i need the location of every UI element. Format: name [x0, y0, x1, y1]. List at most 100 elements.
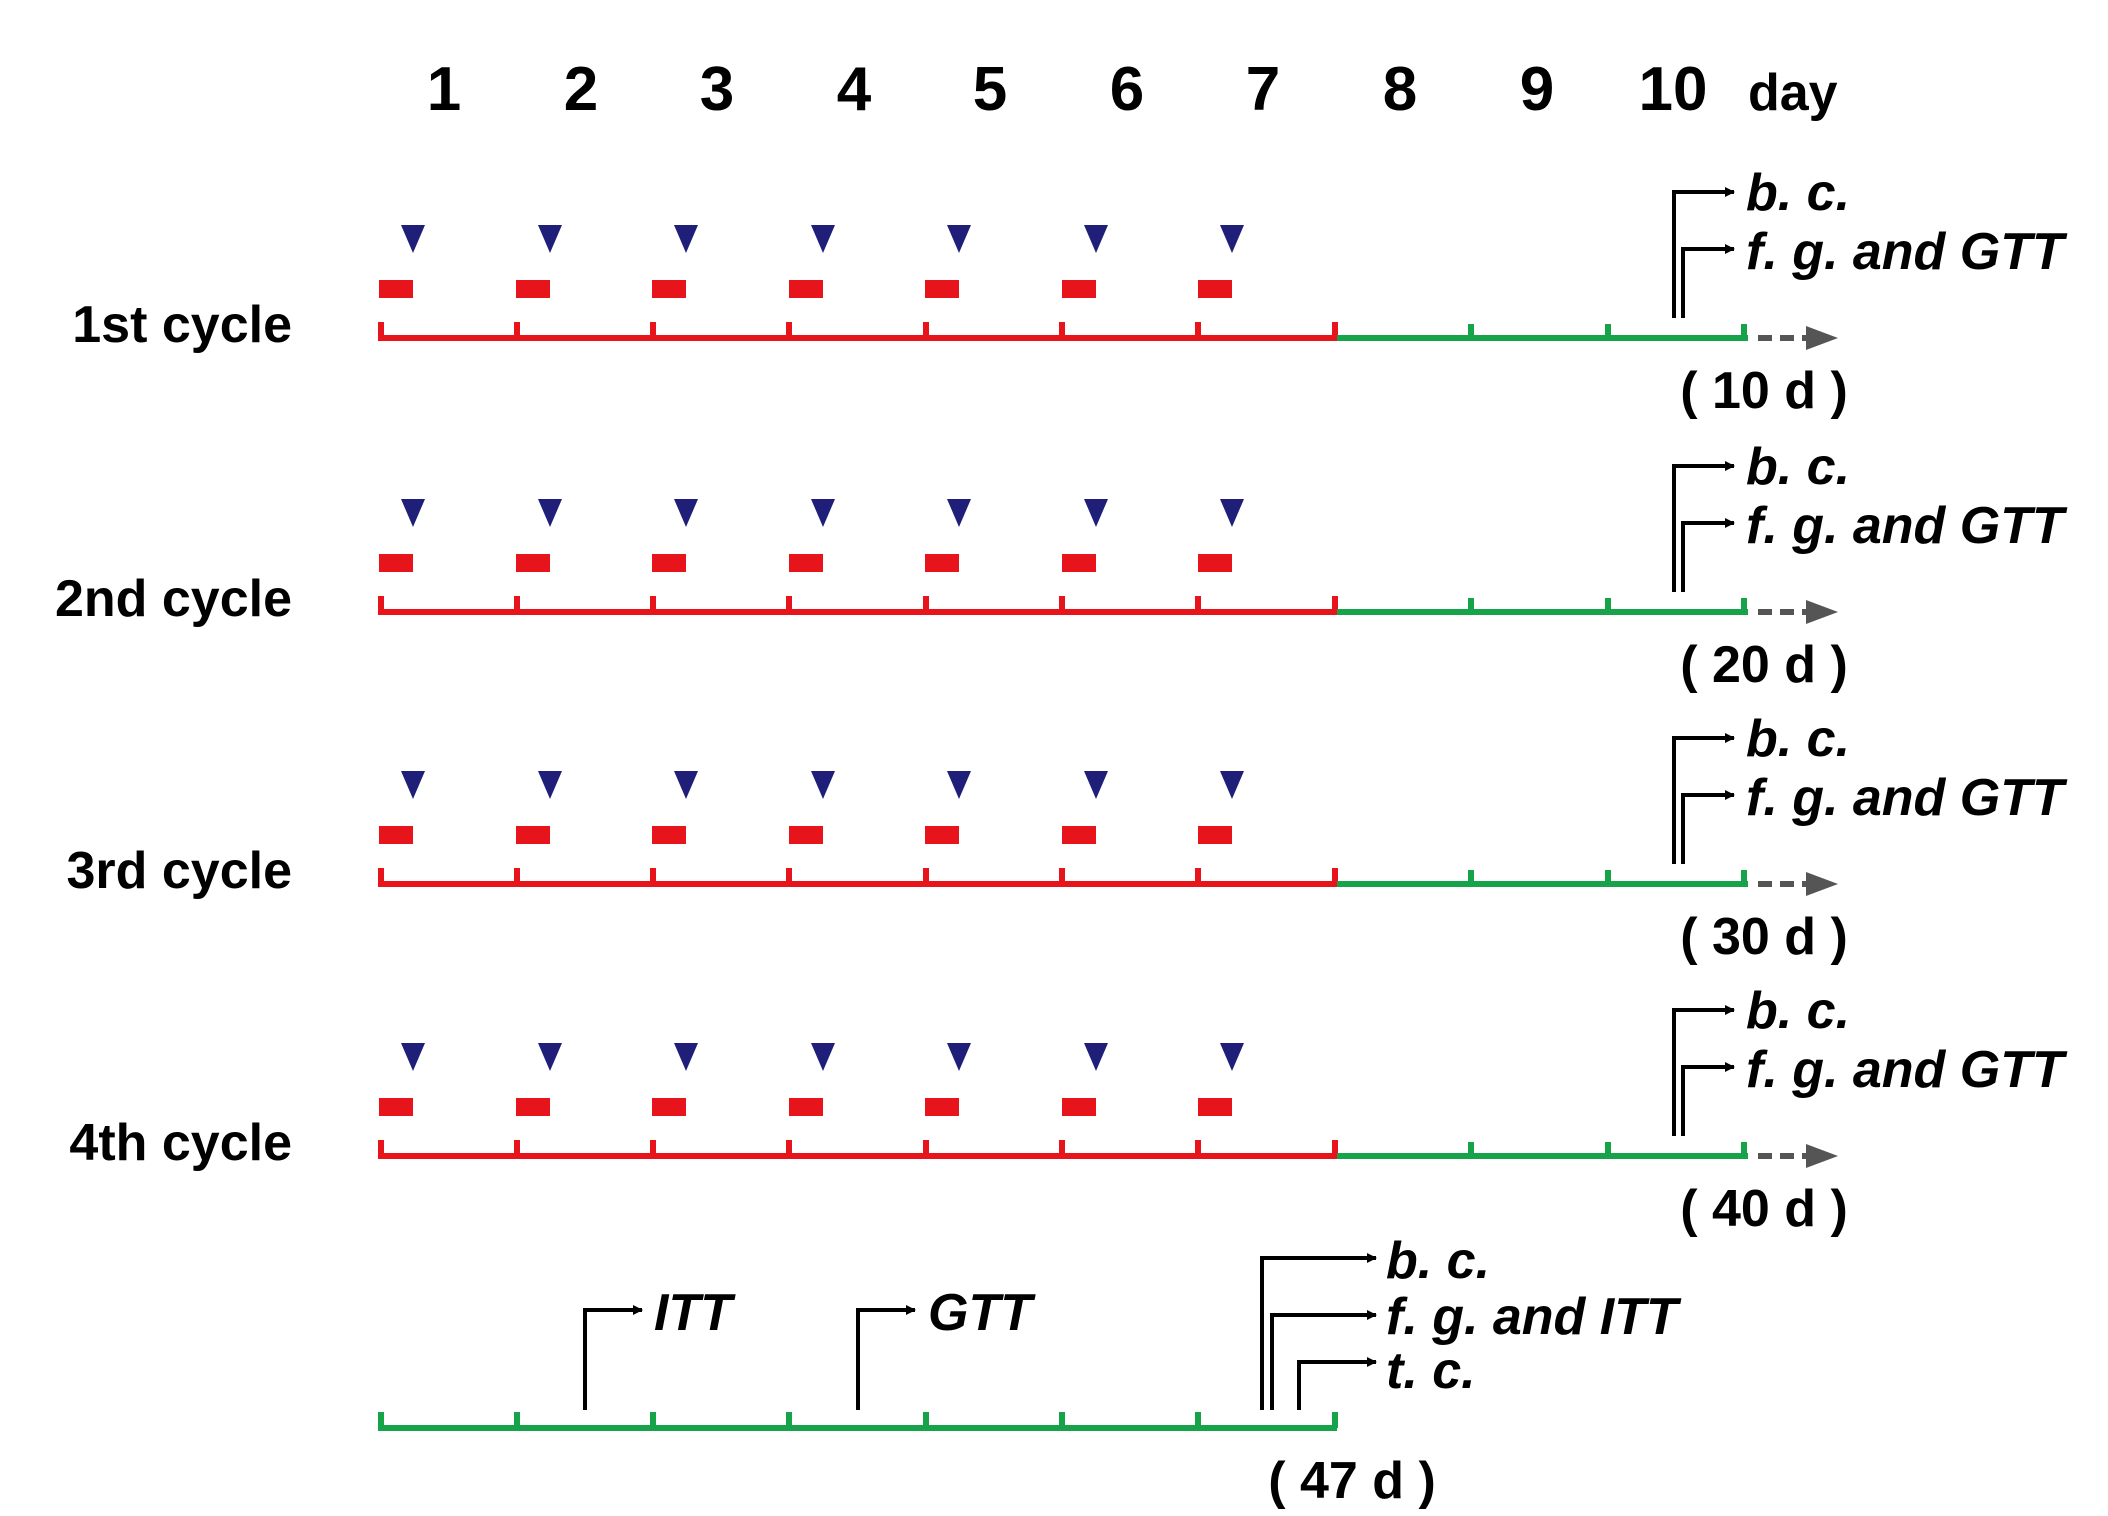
triangle-down-icon: [811, 225, 835, 253]
arrow-icon: [1297, 1357, 1377, 1410]
dose-bars: [379, 280, 1232, 298]
day-header: 1 2 3 4 5 6 7 8 9 10 day: [427, 55, 1838, 124]
bar-icon: [789, 1098, 823, 1116]
cycle-duration: ( 30 d ): [1680, 908, 1848, 966]
bar-icon: [1198, 280, 1232, 298]
arrow-icon: [1672, 1005, 1735, 1136]
triangle-down-icon: [538, 225, 562, 253]
itt-label: ITT: [654, 1284, 736, 1342]
final-arrows: [583, 1253, 1377, 1410]
triangle-down-icon: [401, 225, 425, 253]
triangle-down-icon: [1220, 225, 1244, 253]
arrow-icon: [1681, 1062, 1735, 1136]
dose-bars: [379, 554, 1232, 572]
measure-bottom-label: f. g. and GTT: [1746, 223, 2068, 281]
final-measure-3: t. c.: [1386, 1342, 1476, 1400]
bar-icon: [516, 280, 550, 298]
bar-icon: [1062, 554, 1096, 572]
triangle-down-icon: [401, 1043, 425, 1071]
arrow-icon: [1681, 790, 1735, 864]
cycle-duration: ( 40 d ): [1680, 1180, 1848, 1238]
triangle-down-icon: [401, 771, 425, 799]
final-duration: ( 47 d ): [1268, 1452, 1436, 1510]
recovery-timeline: [1337, 324, 1748, 341]
cycle-label: 4th cycle: [69, 1114, 292, 1172]
cycle-row-4: 4th cycle: [69, 982, 2068, 1238]
bar-icon: [1198, 1098, 1232, 1116]
triangle-down-icon: [1084, 771, 1108, 799]
triangle-down-icon: [538, 771, 562, 799]
cycle-label: 3rd cycle: [67, 842, 293, 900]
arrow-icon: [1681, 244, 1735, 318]
triangle-down-icon: [538, 499, 562, 527]
arrow-icon: [1270, 1310, 1377, 1410]
continue-arrow: [1758, 1144, 1838, 1168]
arrow-icon: [1672, 733, 1735, 864]
measure-top-label: b. c.: [1746, 164, 1850, 222]
bar-icon: [925, 280, 959, 298]
triangle-down-icon: [947, 225, 971, 253]
measurement-arrows: [1672, 733, 1735, 864]
bar-icon: [652, 826, 686, 844]
injection-markers: [401, 771, 1244, 799]
triangle-down-icon: [401, 499, 425, 527]
bar-icon: [516, 1098, 550, 1116]
day-unit-label: day: [1748, 64, 1838, 122]
continue-arrow: [1758, 600, 1838, 624]
bar-icon: [789, 826, 823, 844]
final-timeline: [378, 1412, 1338, 1431]
treatment-timeline: [378, 596, 1338, 615]
injection-markers: [401, 225, 1244, 253]
treatment-timeline: [378, 322, 1338, 341]
measurement-arrows: [1672, 1005, 1735, 1136]
bar-icon: [789, 554, 823, 572]
day-label-1: 1: [427, 55, 461, 124]
triangle-down-icon: [1220, 1043, 1244, 1071]
bar-icon: [379, 1098, 413, 1116]
triangle-down-icon: [947, 1043, 971, 1071]
arrowhead-icon: [1806, 1144, 1838, 1168]
triangle-down-icon: [811, 771, 835, 799]
cycle-duration: ( 20 d ): [1680, 636, 1848, 694]
bar-icon: [925, 1098, 959, 1116]
treatment-timeline: [378, 868, 1338, 887]
dose-bars: [379, 1098, 1232, 1116]
cycle-label: 2nd cycle: [55, 570, 292, 628]
triangle-down-icon: [947, 771, 971, 799]
bar-icon: [652, 1098, 686, 1116]
cycle-label: 1st cycle: [72, 296, 292, 354]
bar-icon: [1062, 280, 1096, 298]
bar-icon: [652, 280, 686, 298]
bar-icon: [1062, 1098, 1096, 1116]
measure-top-label: b. c.: [1746, 438, 1850, 496]
measure-top-label: b. c.: [1746, 982, 1850, 1040]
cycle-row-3: 3rd cycle: [67, 710, 2068, 966]
cycle-row-2: 2nd cycle: [55, 438, 2068, 694]
gtt-label: GTT: [928, 1284, 1036, 1342]
bar-icon: [652, 554, 686, 572]
triangle-down-icon: [674, 225, 698, 253]
measurement-arrows: [1672, 461, 1735, 592]
recovery-timeline: [1337, 598, 1748, 615]
cycle-duration: ( 10 d ): [1680, 362, 1848, 420]
bar-icon: [1062, 826, 1096, 844]
triangle-down-icon: [1084, 1043, 1108, 1071]
triangle-down-icon: [538, 1043, 562, 1071]
bar-icon: [789, 280, 823, 298]
bar-icon: [1198, 554, 1232, 572]
bar-icon: [379, 280, 413, 298]
bar-icon: [379, 826, 413, 844]
triangle-down-icon: [1220, 499, 1244, 527]
arrow-icon: [1260, 1253, 1377, 1410]
triangle-down-icon: [674, 1043, 698, 1071]
bar-icon: [925, 826, 959, 844]
continue-arrow: [1758, 872, 1838, 896]
arrow-icon: [1681, 518, 1735, 592]
day-label-6: 6: [1110, 55, 1144, 124]
arrow-icon: [1672, 461, 1735, 592]
treatment-timeline: [378, 1140, 1338, 1159]
triangle-down-icon: [1084, 225, 1108, 253]
arrowhead-icon: [1806, 600, 1838, 624]
day-label-7: 7: [1246, 55, 1280, 124]
